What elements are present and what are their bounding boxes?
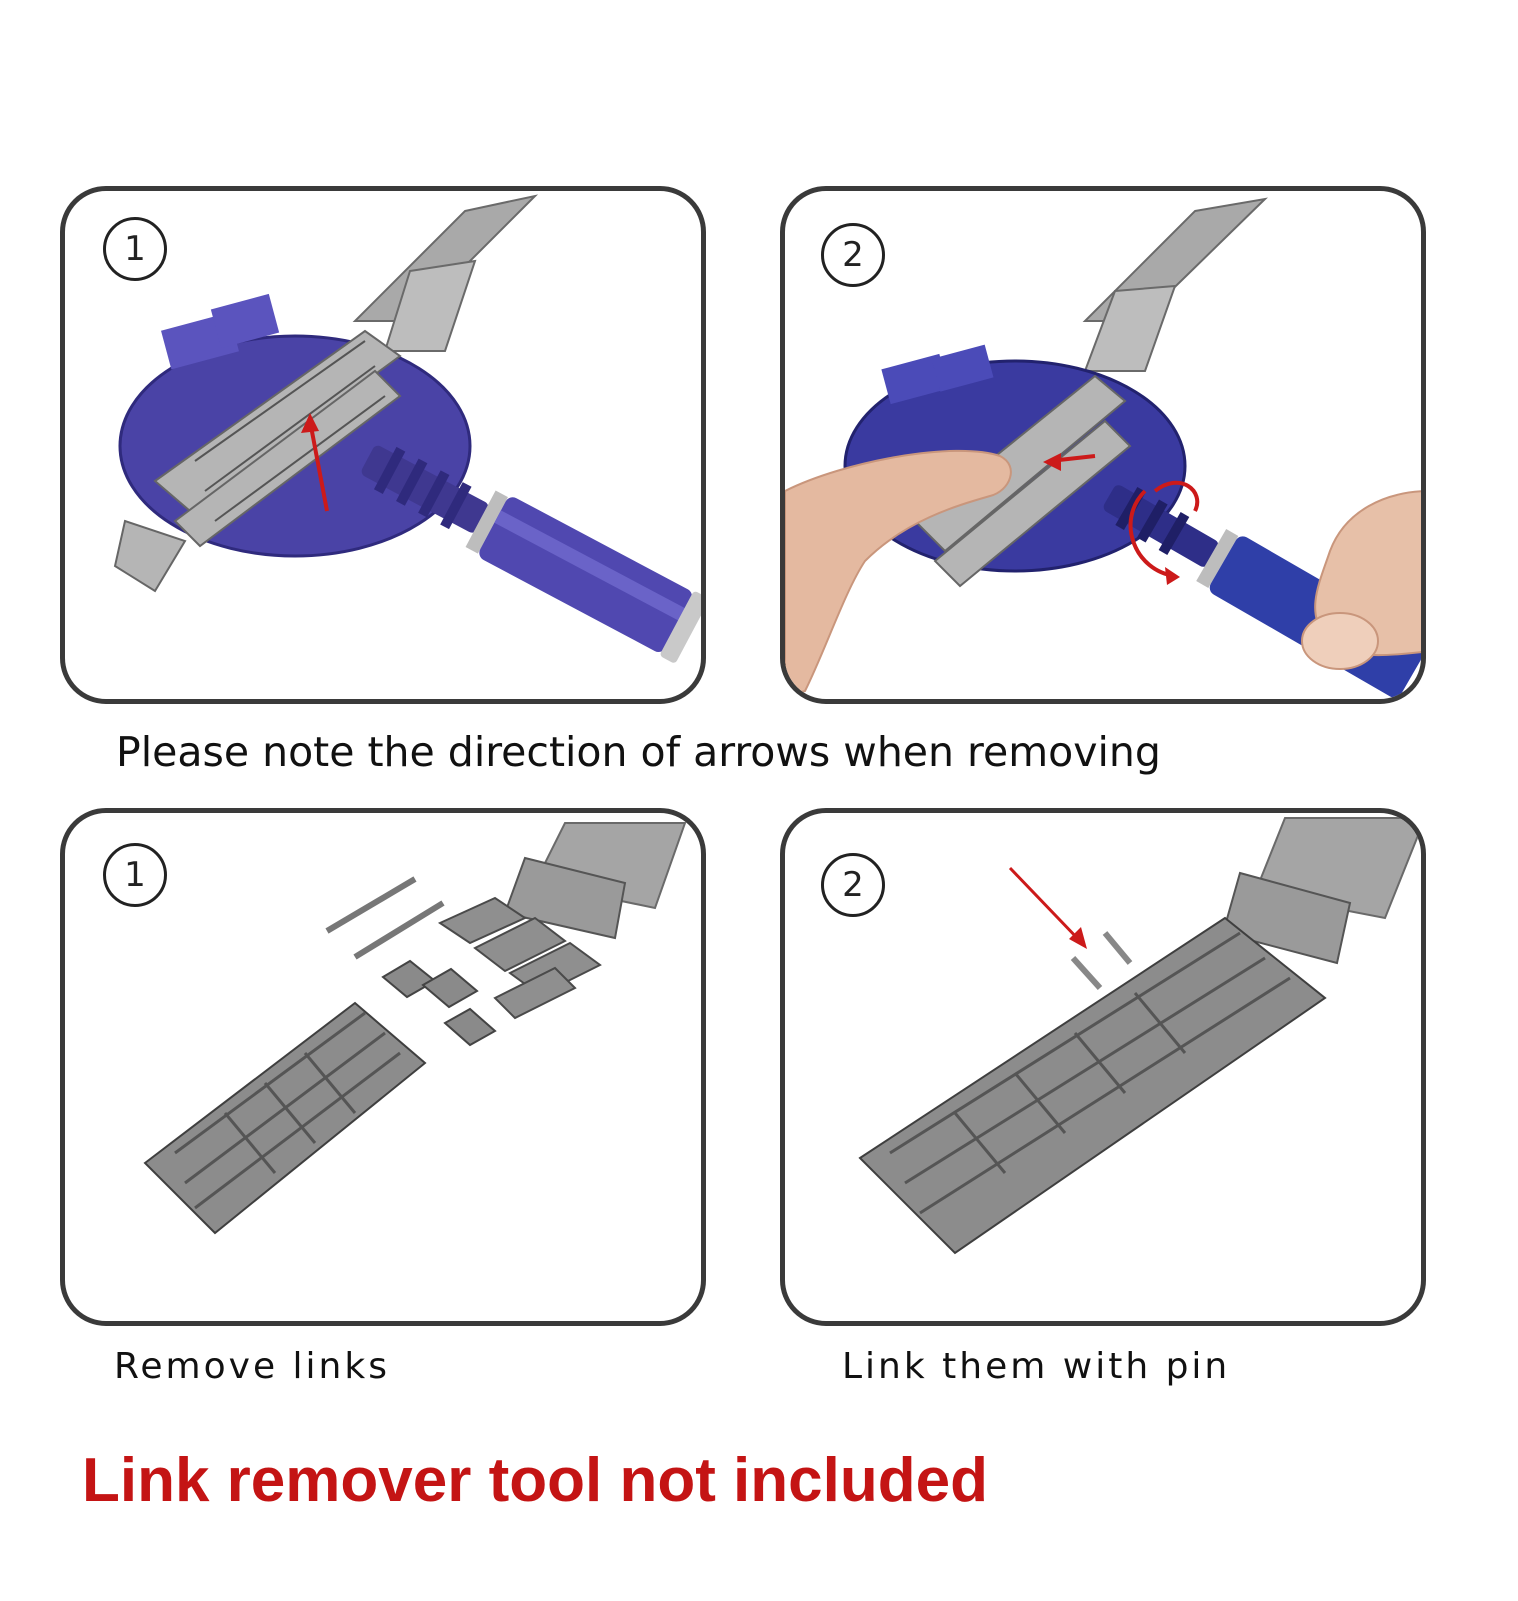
panel-link-with-pin: 2	[780, 808, 1426, 1326]
step-badge: 2	[821, 223, 885, 287]
panel-remove-links: 1	[60, 808, 706, 1326]
step-badge: 1	[103, 843, 167, 907]
link-with-pin-caption: Link them with pin	[842, 1346, 1231, 1387]
removed-links-illustration	[143, 822, 687, 1235]
linked-bracelet-illustration	[858, 817, 1421, 1255]
link-remover-tool-illustration	[113, 194, 701, 663]
remove-links-caption: Remove links	[114, 1346, 390, 1387]
panel-tool-step-2: 2	[780, 186, 1426, 704]
tool-not-included-notice: Link remover tool not included	[82, 1446, 988, 1515]
step-badge: 1	[103, 217, 167, 281]
step-badge: 2	[821, 853, 885, 917]
instruction-caption: Please note the direction of arrows when…	[116, 728, 1161, 776]
turning-tool-illustration	[785, 197, 1421, 698]
panel-tool-step-1: 1	[60, 186, 706, 704]
